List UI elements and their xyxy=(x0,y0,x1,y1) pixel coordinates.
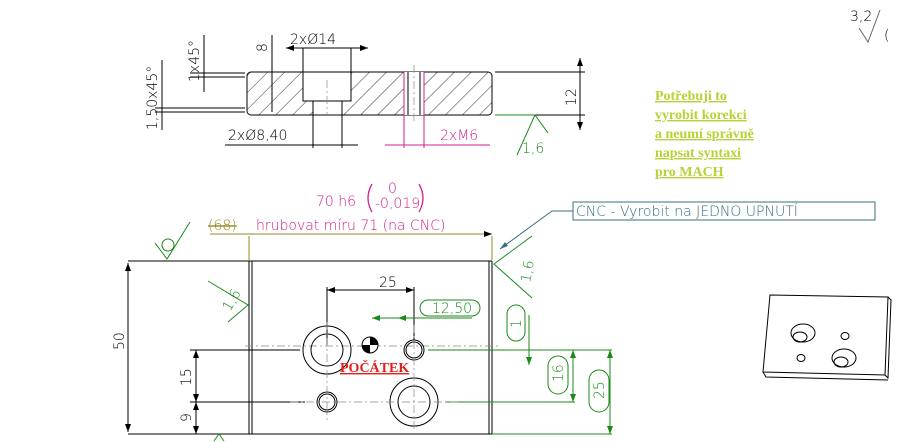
dim-1: 1 xyxy=(509,319,525,328)
dim-15: 15 xyxy=(179,368,195,386)
dim-chamfer-1x45: 1x45° xyxy=(187,40,203,82)
note-line: pro MACH xyxy=(655,165,724,180)
general-roughness: 3,2 ( xyxy=(850,9,889,44)
roughness-value: 1,6 xyxy=(522,141,544,157)
dim-2x-dia840: 2xØ8,40 xyxy=(228,128,287,144)
origin-marker-icon xyxy=(361,336,379,354)
roughness-symbol xyxy=(493,235,533,299)
dim-chamfer-150x45: 1,50x45° xyxy=(145,66,161,130)
dim-9: 9 xyxy=(179,413,195,422)
note-line: napsat syntaxi xyxy=(655,146,741,161)
origin-label: POČÁTEK xyxy=(340,359,409,376)
dim-2x-m6: 2xM6 xyxy=(440,128,478,144)
tolerance-upper: 0 xyxy=(388,181,397,197)
dim-width-70h6: 70 h6 xyxy=(316,194,356,210)
note-line: Potřebuji to xyxy=(655,89,727,104)
isometric-view xyxy=(762,294,892,381)
roughness-symbol xyxy=(154,221,191,260)
tolerance-paren-left xyxy=(367,183,373,213)
section-view: 2xØ14 8 1x45° 1,50x45° 12 2xØ8,40 2xM6 1… xyxy=(145,32,585,157)
dim-16: 16 xyxy=(551,364,567,382)
cnc-callout: CNC - Vyrobit na JEDNO UPNUTÍ xyxy=(499,201,876,250)
rough-note: hrubovat míru 71 (na CNC) xyxy=(256,218,445,234)
general-roughness-value: 3,2 xyxy=(850,9,872,25)
cnc-label: CNC - Vyrobit na JEDNO UPNUTÍ xyxy=(576,203,798,220)
general-roughness-paren: ( xyxy=(884,28,889,44)
dim-thickness-12: 12 xyxy=(564,88,580,106)
roughness-left-value: 1,6 xyxy=(220,287,245,314)
tolerance-lower: -0,019 xyxy=(375,196,420,212)
note-line: a neumí správně xyxy=(655,127,754,142)
dim-25-vertical: 25 xyxy=(592,381,608,399)
plan-view: 70 h6 0 -0,019 (68) hrubovat míru 71 (na… xyxy=(112,181,613,442)
dim-height-50: 50 xyxy=(112,332,128,350)
roughness-symbol xyxy=(207,280,249,323)
tolerance-paren-right xyxy=(418,183,424,213)
dim-ref-68: (68) xyxy=(208,218,237,234)
note-line: vyrobit korekci xyxy=(655,108,747,123)
dim-12-50: 12,50 xyxy=(432,301,472,317)
dim-2x-dia14: 2xØ14 xyxy=(290,32,336,48)
roughness-right-value: 1,6 xyxy=(518,259,538,284)
dim-25-horizontal: 25 xyxy=(379,275,397,291)
dim-depth-8: 8 xyxy=(255,43,271,52)
roughness-symbol xyxy=(495,114,549,156)
question-note: Potřebuji to vyrobit korekci a neumí spr… xyxy=(655,89,754,180)
